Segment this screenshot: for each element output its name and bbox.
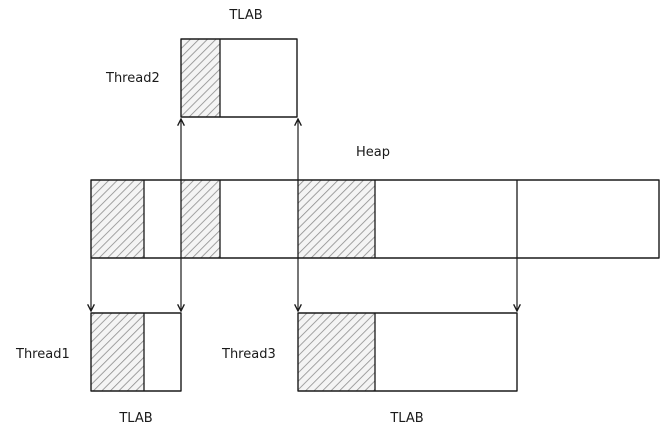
heap-used-region-thread1 — [91, 180, 144, 258]
heap-used-region-thread2 — [181, 180, 220, 258]
thread1-used-region — [91, 313, 144, 391]
thread2-tlab-outline — [180, 38, 298, 118]
tlab-label-top: TLAB — [228, 8, 262, 23]
thread3-label: Thread3 — [221, 347, 276, 362]
thread1-tlab-outline — [90, 312, 182, 392]
thread1-label: Thread1 — [15, 347, 70, 362]
thread3-used-region — [298, 313, 375, 391]
thread3-tlab-box — [297, 312, 518, 392]
thread2-used-region — [181, 39, 220, 117]
heap-used-region-thread3 — [298, 180, 375, 258]
thread1-tlab-box — [90, 312, 182, 392]
heap-label: Heap — [356, 145, 390, 160]
tlab-label-bottom-right: TLAB — [389, 411, 423, 426]
heap-box — [90, 179, 660, 259]
thread2-label: Thread2 — [105, 71, 160, 86]
tlab-label-bottom-left: TLAB — [118, 411, 152, 426]
thread3-tlab-outline — [297, 312, 518, 392]
thread2-tlab-box — [180, 38, 298, 118]
